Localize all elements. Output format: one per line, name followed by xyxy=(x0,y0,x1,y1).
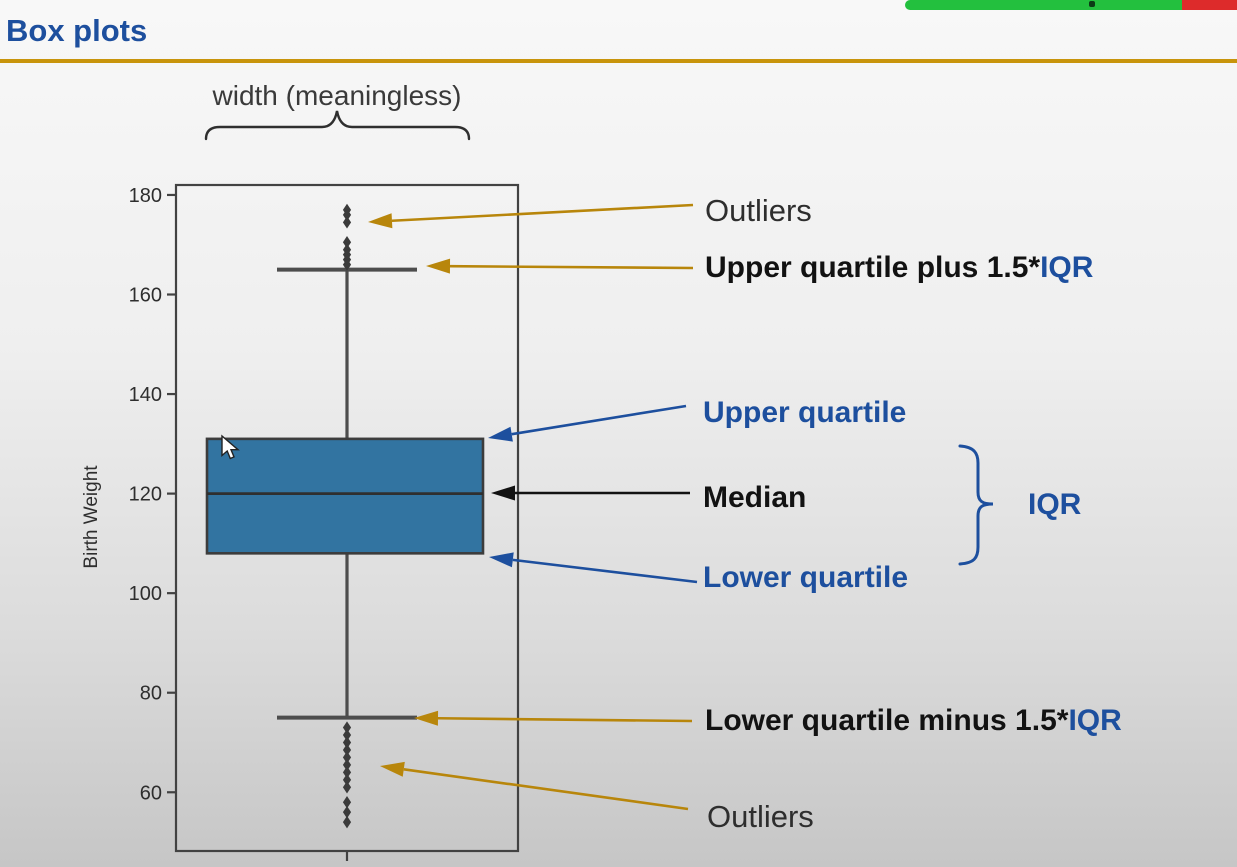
arrow-head xyxy=(414,710,439,726)
y-axis-title: Birth Weight xyxy=(81,465,102,569)
outlier-point xyxy=(342,758,352,772)
label-upper-fence-text: Upper quartile plus 1.5* xyxy=(705,251,1041,284)
label-outliers-bottom: Outliers xyxy=(707,799,814,835)
outlier-point xyxy=(342,773,352,787)
label-lower-fence: Lower quartile minus 1.5*IQR xyxy=(705,704,1122,738)
label-upper-fence-text: IQR xyxy=(1040,251,1094,284)
label-iqr-text: IQR xyxy=(1028,488,1082,521)
width-brace xyxy=(204,110,471,141)
outlier-point xyxy=(342,728,352,742)
outlier-point xyxy=(342,805,352,819)
width-annotation-label: width (meaningless) xyxy=(212,80,462,111)
y-tick-label: 120 xyxy=(129,484,162,506)
video-progress-bar[interactable] xyxy=(905,0,1237,10)
arrow-line xyxy=(403,768,689,811)
title-underline xyxy=(0,59,1237,63)
y-tick-label: 140 xyxy=(129,384,162,406)
label-upper-quartile: Upper quartile xyxy=(703,396,906,430)
outlier-point xyxy=(342,721,352,734)
progress-played-segment[interactable] xyxy=(905,0,1182,10)
arrow-head xyxy=(380,761,405,777)
label-lower-quartile: Lower quartile xyxy=(703,561,908,595)
outlier-point xyxy=(342,743,352,757)
label-upper-quartile-text: Upper quartile xyxy=(703,396,907,429)
arrow-line xyxy=(512,558,698,584)
outlier-point xyxy=(342,208,352,222)
arrow-line xyxy=(511,404,687,436)
y-tick-label: 60 xyxy=(140,782,162,804)
y-tick-label: 80 xyxy=(140,683,162,705)
outlier-point xyxy=(342,766,352,779)
arrow-line xyxy=(437,716,693,723)
outlier-point xyxy=(342,216,352,229)
arrow-head xyxy=(491,485,515,501)
arrow-line xyxy=(391,203,694,223)
label-lower-fence-text: Lower quartile minus 1.5* xyxy=(705,704,1069,737)
outlier-point xyxy=(342,736,352,749)
label-lower-fence-text: IQR xyxy=(1068,704,1122,737)
outlier-point xyxy=(342,258,352,271)
progress-remaining-segment[interactable] xyxy=(1182,0,1237,10)
y-tick-label: 180 xyxy=(129,185,162,207)
iqr-brace xyxy=(958,444,994,566)
y-tick-label: 160 xyxy=(129,285,162,307)
outlier-point xyxy=(342,236,352,249)
label-lower-quartile-text: Lower quartile xyxy=(703,561,909,594)
label-median: Median xyxy=(703,481,806,515)
page-title: Box plots xyxy=(6,13,148,48)
label-upper-fence: Upper quartile plus 1.5*IQR xyxy=(705,251,1093,285)
label-median-text: Median xyxy=(703,481,807,514)
arrow-line xyxy=(449,264,694,270)
outlier-point xyxy=(342,796,352,809)
outlier-point xyxy=(342,751,352,764)
arrow-head xyxy=(489,552,514,568)
label-outliers-top-text: Outliers xyxy=(705,193,812,228)
outlier-point xyxy=(342,781,352,794)
label-iqr: IQR xyxy=(1028,488,1081,522)
y-tick-label: 100 xyxy=(129,583,162,605)
label-outliers-top: Outliers xyxy=(705,193,812,229)
arrow-head xyxy=(426,258,451,274)
arrow-head xyxy=(488,426,513,442)
outlier-point xyxy=(342,815,352,829)
iqr-box xyxy=(205,437,485,555)
progress-chapter-marker xyxy=(1089,1,1095,7)
mouse-cursor-icon xyxy=(221,434,240,460)
label-outliers-bottom-text: Outliers xyxy=(707,799,814,834)
arrow-head xyxy=(368,213,393,229)
